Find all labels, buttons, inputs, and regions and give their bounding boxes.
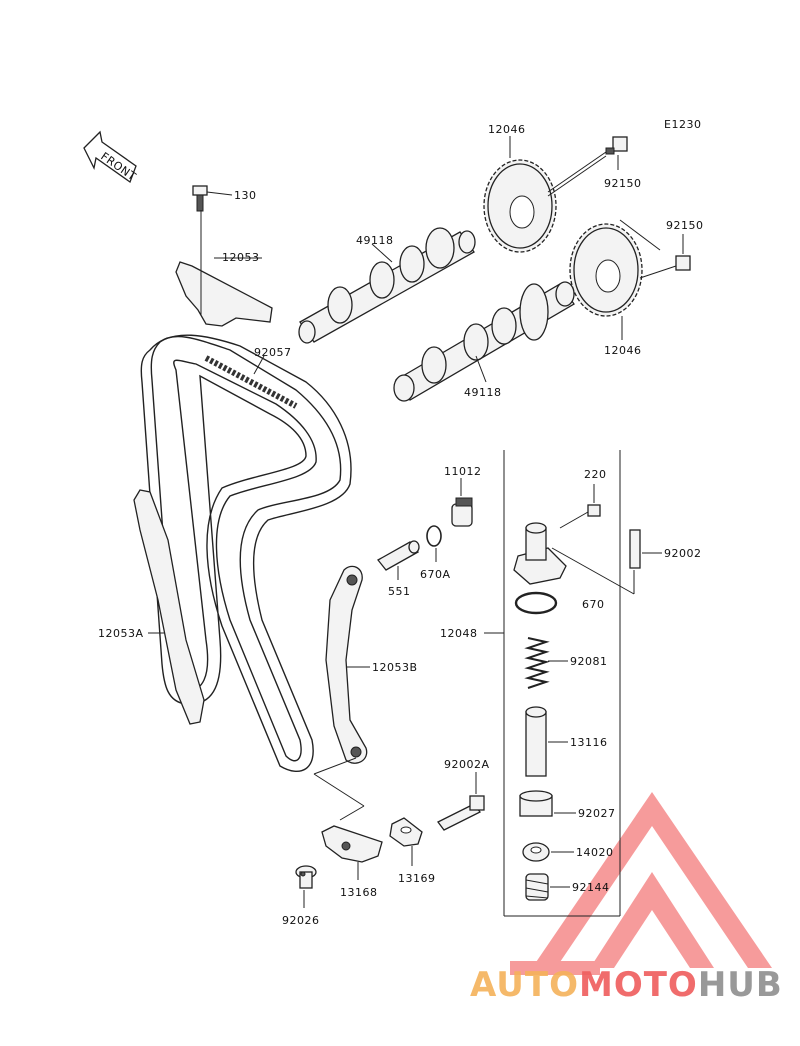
sprocket-top-12046-icon bbox=[483, 136, 557, 253]
tensioner-body-icon bbox=[513, 522, 635, 595]
o-ring-670A-icon bbox=[426, 525, 442, 562]
label-49118-bottom: 49118 bbox=[464, 386, 502, 399]
label-14020: 14020 bbox=[576, 846, 614, 859]
label-130: 130 bbox=[234, 189, 257, 202]
label-12053: 12053 bbox=[222, 251, 260, 264]
watermark-text: AUTOMOTOHUB bbox=[470, 965, 783, 1005]
label-12046-bottom: 12046 bbox=[604, 344, 642, 357]
collar-92027-icon bbox=[519, 790, 576, 817]
bolt-92150-right-icon bbox=[619, 219, 691, 279]
watermark-part2: MOTO bbox=[579, 965, 698, 1005]
camshaft-top-49118-icon bbox=[298, 227, 476, 344]
watermark-logo-icon bbox=[510, 792, 772, 975]
o-ring-670-icon bbox=[514, 591, 558, 615]
label-12046-top: 12046 bbox=[488, 123, 526, 136]
label-13169: 13169 bbox=[398, 872, 436, 885]
label-49118-top: 49118 bbox=[356, 234, 394, 247]
bolt-92150-top-icon bbox=[547, 136, 628, 197]
rod-13116-icon bbox=[525, 706, 568, 777]
plate-13169-icon bbox=[389, 817, 423, 866]
label-92150-top: 92150 bbox=[604, 177, 642, 190]
bolt-92002A-icon bbox=[437, 772, 485, 831]
label-92002: 92002 bbox=[664, 547, 702, 560]
diagram-code: E1230 bbox=[664, 118, 701, 131]
bolt-130-icon bbox=[192, 185, 233, 212]
chain-guide-12053-icon bbox=[175, 210, 273, 327]
label-551: 551 bbox=[388, 585, 411, 598]
cap-11012-icon bbox=[451, 478, 473, 527]
sprocket-bottom-12046-icon bbox=[569, 223, 643, 340]
label-92026: 92026 bbox=[282, 914, 320, 927]
label-92002A: 92002A bbox=[444, 758, 490, 771]
svg-text:AUTOMOTOHUB: AUTOMOTOHUB bbox=[470, 965, 783, 1005]
chain-guide-12053A-icon bbox=[133, 489, 205, 725]
label-92150-right: 92150 bbox=[666, 219, 704, 232]
label-670: 670 bbox=[582, 598, 605, 611]
nut-14020-icon bbox=[522, 842, 574, 862]
spring-92081-icon bbox=[524, 637, 568, 689]
bracket-13168-icon bbox=[321, 825, 383, 880]
label-670A: 670A bbox=[420, 568, 451, 581]
label-92027: 92027 bbox=[578, 807, 616, 820]
pin-551-icon bbox=[377, 540, 420, 580]
watermark-part1: AUTO bbox=[470, 965, 579, 1005]
chain-guide-12053B-icon bbox=[325, 565, 370, 764]
bolt-220-icon bbox=[559, 484, 601, 529]
label-92144: 92144 bbox=[572, 881, 610, 894]
cam-chain-92057-icon bbox=[140, 334, 352, 772]
label-12048: 12048 bbox=[440, 627, 478, 640]
tensioner-frame bbox=[484, 450, 621, 917]
watermark-part3: HUB bbox=[698, 965, 783, 1005]
label-12053B: 12053B bbox=[372, 661, 418, 674]
label-13116: 13116 bbox=[570, 736, 608, 749]
pivot-connection-lines bbox=[313, 757, 365, 821]
camshaft-bottom-49118-icon bbox=[393, 281, 575, 402]
front-arrow-icon: FRONT bbox=[83, 130, 139, 183]
label-92081: 92081 bbox=[570, 655, 608, 668]
label-11012: 11012 bbox=[444, 465, 482, 478]
bolt-92002-icon bbox=[629, 529, 662, 569]
label-12053A: 12053A bbox=[98, 627, 144, 640]
spring-92144-icon bbox=[525, 873, 570, 901]
bolt-92026-icon bbox=[295, 865, 317, 908]
label-13168: 13168 bbox=[340, 886, 378, 899]
label-220: 220 bbox=[584, 468, 607, 481]
label-92057: 92057 bbox=[254, 346, 292, 359]
